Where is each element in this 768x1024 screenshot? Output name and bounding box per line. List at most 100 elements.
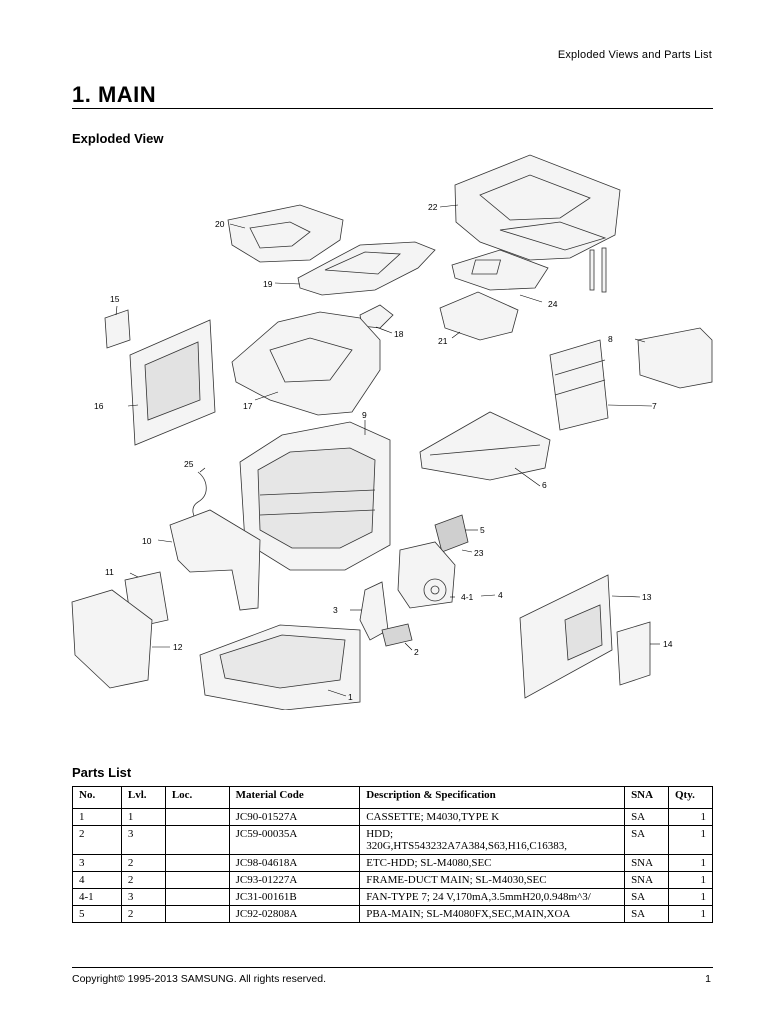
table-row: 3 2 JC98-04618A ETC-HDD; SL-M4080,SEC SN… [72,854,713,872]
part-17-drawing [231,311,381,416]
footer-rule [72,967,713,968]
callout-10: 10 [142,536,152,546]
cell-material-code: JC98-04618A [228,854,361,872]
running-header: Exploded Views and Parts List [557,49,712,61]
column-header-description: Description & Specification [359,786,626,809]
cell-description: CASSETTE; M4030,TYPE K [359,808,626,826]
callout-4-1: 4-1 [461,592,474,602]
cell-qty: 1 [668,825,713,855]
part-16-drawing [129,319,216,446]
cell-material-code: JC90-01527A [228,808,361,826]
callout-9: 9 [362,410,367,420]
parts-table: No. Lvl. Loc. Material Code Description … [72,786,713,923]
part-8-drawing [637,327,713,389]
table-row: 4 2 JC93-01227A FRAME-DUCT MAIN; SL-M403… [72,871,713,889]
part-19-drawing [297,241,436,296]
cell-sna: SA [624,888,669,906]
callout-4: 4 [498,590,503,600]
callout-23: 23 [474,548,484,558]
callout-22: 22 [428,202,438,212]
cell-sna: SNA [624,854,669,872]
cell-lvl: 2 [120,871,166,889]
page-title: 1. MAIN [72,82,157,107]
cell-sna: SA [624,905,669,923]
part-12-drawing [71,589,153,689]
callout-2: 2 [414,647,419,657]
column-header-no: No. [72,786,122,809]
cell-lvl: 1 [120,808,166,826]
cell-qty: 1 [668,854,713,872]
callout-21: 21 [438,336,448,346]
callout-20: 20 [215,219,225,229]
callout-3: 3 [333,605,338,615]
part-2-drawing [381,623,413,647]
part-7-drawing [549,339,609,431]
cell-no: 1 [72,808,122,826]
cell-sna: SA [624,825,669,855]
part-3-drawing [359,581,389,641]
callout-17: 17 [243,401,253,411]
page-footer: Copyright© 1995-2013 SAMSUNG. All rights… [72,973,713,985]
cell-loc [164,905,230,923]
callout-25: 25 [184,459,194,469]
cell-qty: 1 [668,888,713,906]
callout-16: 16 [94,401,104,411]
cell-loc [164,871,230,889]
part-21-drawing [439,291,519,341]
column-header-qty: Qty. [668,786,713,809]
table-row: 4-1 3 JC31-00161B FAN-TYPE 7; 24 V,170mA… [72,888,713,906]
cell-no: 3 [72,854,122,872]
parts-table-header-row: No. Lvl. Loc. Material Code Description … [72,786,713,809]
callout-1: 1 [348,692,353,702]
cell-lvl: 2 [120,905,166,923]
cell-qty: 1 [668,905,713,923]
part-14-drawing [616,621,651,686]
cell-lvl: 2 [120,854,166,872]
page-number: 1 [705,973,711,985]
cell-description: FRAME-DUCT MAIN; SL-M4030,SEC [359,871,626,889]
callout-24: 24 [548,299,558,309]
callout-12: 12 [173,642,183,652]
column-header-sna: SNA [624,786,669,809]
part-1-drawing [199,624,361,710]
cell-material-code: JC59-00035A [228,825,361,855]
table-row: 2 3 JC59-00035A HDD; 320G,HTS543232A7A38… [72,825,713,855]
exploded-view-diagram: 20 22 19 15 18 24 21 8 16 17 7 9 25 6 5 … [71,154,713,710]
callout-18: 18 [394,329,404,339]
cell-material-code: JC92-02808A [228,905,361,923]
cell-no: 2 [72,825,122,855]
cell-description: HDD; 320G,HTS543232A7A384,S63,H16,C16383… [359,825,626,855]
part-15-drawing [104,309,131,349]
cell-loc [164,808,230,826]
parts-list-heading: Parts List [72,765,132,780]
copyright-text: Copyright© 1995-2013 SAMSUNG. All rights… [72,973,327,985]
callout-11: 11 [105,567,114,577]
callout-7: 7 [652,401,657,411]
part-9-drawing [239,421,391,571]
cell-sna: SNA [624,871,669,889]
callout-19: 19 [263,279,273,289]
cell-loc [164,854,230,872]
part-10-drawing [169,509,261,611]
cell-lvl: 3 [120,888,166,906]
column-header-loc: Loc. [164,786,230,809]
cell-no: 4-1 [72,888,122,906]
cell-no: 5 [72,905,122,923]
callout-15: 15 [110,294,120,304]
table-row: 5 2 JC92-02808A PBA-MAIN; SL-M4080FX,SEC… [72,905,713,923]
part-4-drawing [397,541,456,609]
cell-description: ETC-HDD; SL-M4080,SEC [359,854,626,872]
column-header-lvl: Lvl. [120,786,166,809]
cell-sna: SA [624,808,669,826]
part-22-drawing [454,154,621,293]
callout-14: 14 [663,639,673,649]
cell-loc [164,888,230,906]
cell-qty: 1 [668,808,713,826]
cell-material-code: JC93-01227A [228,871,361,889]
callout-6: 6 [542,480,547,490]
cell-lvl: 3 [120,825,166,855]
title-rule [72,108,713,109]
cell-qty: 1 [668,871,713,889]
part-24-drawing [451,249,549,291]
part-6-drawing [419,411,551,481]
